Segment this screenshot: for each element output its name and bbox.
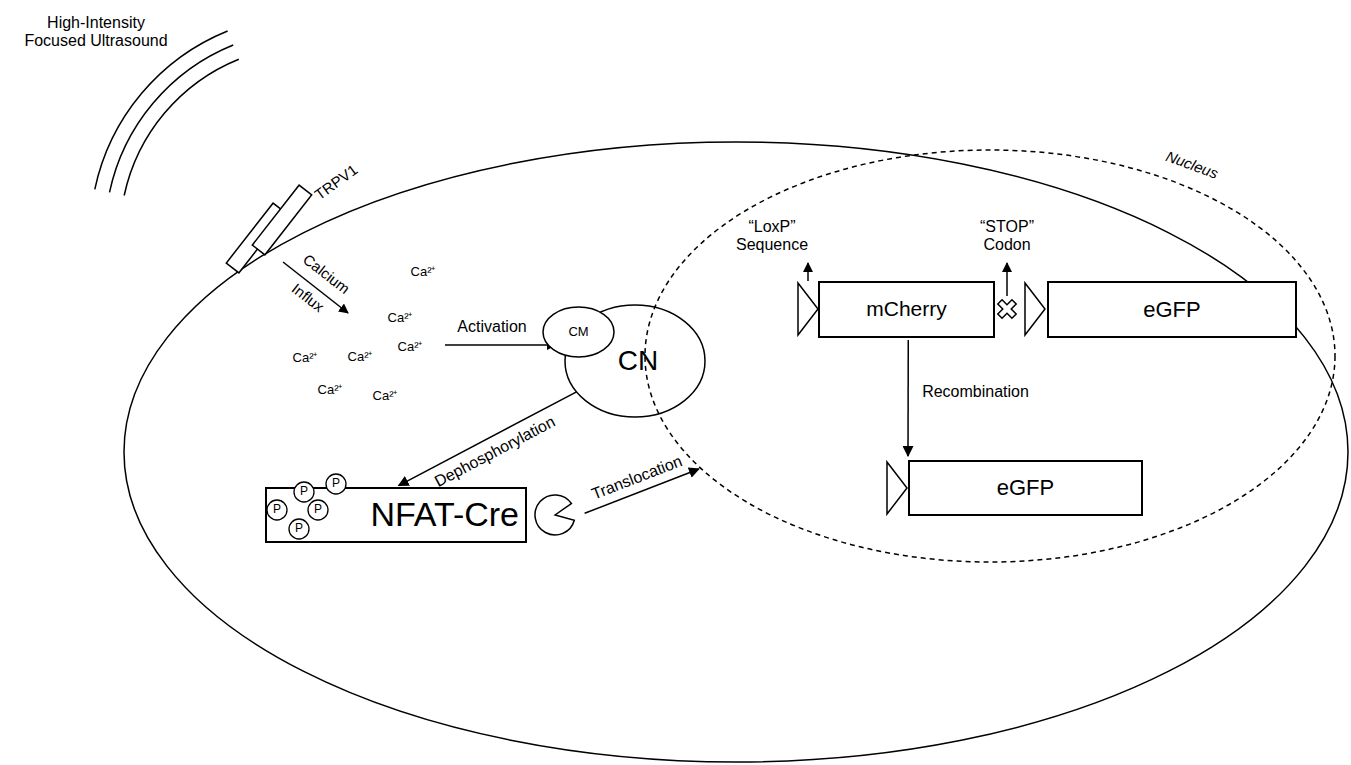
node-text: CM [568, 325, 588, 340]
phosphate-circle [308, 500, 328, 520]
loxp-triangle [887, 462, 907, 514]
node-text: NFAT-Cre [370, 495, 519, 534]
phosphate-circle [289, 519, 309, 539]
gene-box: eGFP [908, 460, 1143, 516]
cell-membrane [124, 142, 1348, 762]
phosphate-label: P [295, 522, 303, 536]
callout-label: “LoxP” Sequence [727, 218, 817, 255]
node-text: Nucleus [1164, 147, 1221, 182]
phosphate-label: P [332, 477, 340, 491]
ion-label: Ca²⁺ [373, 389, 398, 404]
node-text: mCherry [866, 297, 947, 321]
node-text: eGFP [997, 475, 1054, 500]
phosphate-label: P [300, 485, 308, 499]
node-text: CN [618, 345, 658, 377]
connector-arrow [399, 392, 577, 486]
gene-box: mCherry [818, 281, 995, 338]
connector-arrow [907, 340, 909, 456]
calmodulin-circle: CM [543, 307, 614, 357]
flow-label: Activation [457, 318, 526, 336]
activation-arrow [445, 344, 556, 346]
title-label: High-Intensity Focused Ultrasound [21, 14, 171, 51]
ion-label: Ca²⁺ [348, 350, 373, 365]
flow-label: Calcium Influx [274, 243, 360, 328]
phosphate-circle [267, 500, 287, 520]
ultrasound-wave [110, 45, 234, 192]
phosphate-label: P [314, 503, 322, 517]
ion-label: Ca²⁺ [398, 340, 423, 355]
channel-label: TRPV1 [311, 161, 360, 203]
phosphate-label: P [273, 503, 281, 517]
node-text: eGFP [1143, 297, 1200, 322]
ultrasound-wave [95, 31, 228, 189]
edge-label: Recombination [920, 383, 1031, 401]
cre-enzyme [535, 495, 574, 535]
phosphate-circle [326, 474, 346, 494]
edge-label: Dephosphorylation [430, 412, 560, 492]
gene-box: eGFP [1047, 281, 1297, 338]
trpv1-channel [226, 185, 311, 273]
loxp-triangle [1025, 283, 1045, 335]
leader-arrow [807, 263, 809, 281]
ion-label: Ca²⁺ [411, 265, 436, 280]
edge-label: Translocation [587, 452, 686, 505]
ion-label: Ca²⁺ [318, 383, 343, 398]
stop-codon-mark [993, 295, 1021, 323]
calcineurin-circle: CN CM [565, 305, 705, 417]
loxp-triangle [798, 283, 818, 335]
leader-arrow [1006, 263, 1008, 296]
ion-label: Ca²⁺ [388, 311, 413, 326]
ion-label: Ca²⁺ [293, 351, 318, 366]
phosphate-circle [294, 482, 314, 502]
ultrasound-wave [124, 59, 239, 195]
nucleus-outline: Nucleus mCherry eGFP eGFP [645, 150, 1335, 562]
callout-label: “STOP” Codon [967, 218, 1047, 255]
